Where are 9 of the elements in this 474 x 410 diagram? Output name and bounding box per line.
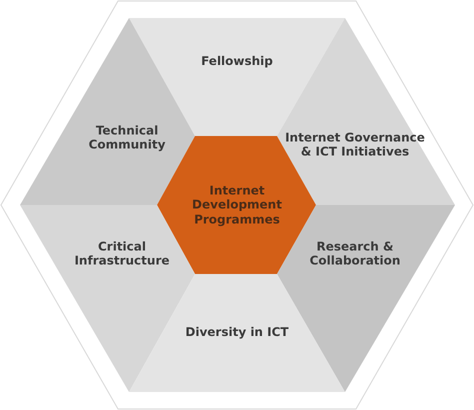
hexagon-segment bbox=[129, 274, 345, 392]
segment-label: Critical Infrastructure bbox=[73, 240, 171, 268]
segment-label: Diversity in ICT bbox=[184, 324, 290, 340]
segment-label: Research & Collaboration bbox=[308, 240, 402, 268]
segment-label: Technical Community bbox=[88, 124, 166, 152]
hexagon-segment bbox=[20, 18, 195, 205]
segment-label: Fellowship bbox=[200, 54, 274, 68]
segment-label: Internet Development Programmes bbox=[191, 183, 283, 227]
segment-label: Internet Governance & ICT Initiatives bbox=[285, 130, 425, 160]
